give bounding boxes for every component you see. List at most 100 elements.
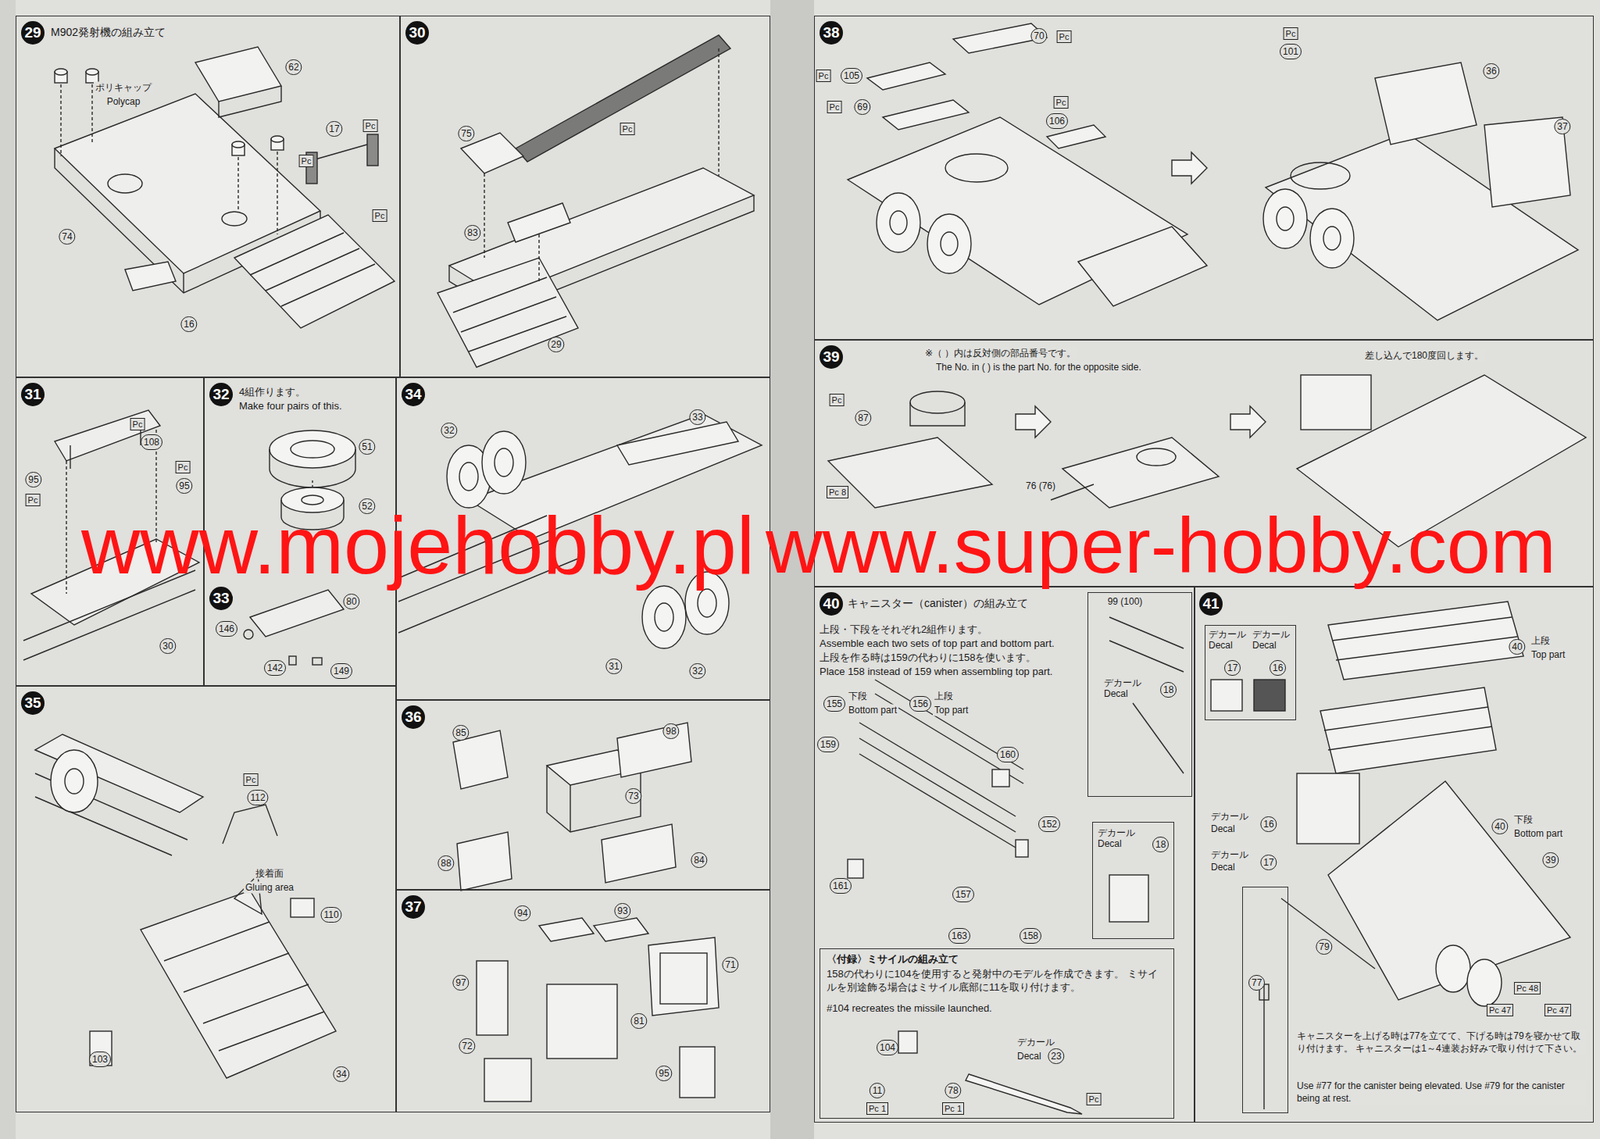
- callout-number: 88: [437, 855, 454, 872]
- callout-number: 157: [952, 886, 975, 903]
- note-text: 上段: [1529, 635, 1552, 647]
- inset-box: デカール Decal 18: [1087, 592, 1193, 797]
- note-text: ※（ ）内は反対側の部品番号です。: [923, 347, 1078, 360]
- callout-number: 95: [25, 471, 42, 488]
- callout-number: 159: [817, 736, 840, 753]
- callout-number: 158: [1019, 928, 1042, 944]
- callout-number: 36: [1482, 63, 1500, 79]
- callout-number: 17: [1260, 854, 1277, 871]
- callout-number: 62: [285, 59, 302, 75]
- callout-number: 16: [180, 316, 197, 333]
- callout-number: 98: [662, 723, 679, 740]
- callout-number: 71: [721, 957, 739, 973]
- part-label: Gluing area: [243, 882, 296, 894]
- callout-number: 40: [1491, 818, 1508, 835]
- step-number: 35: [21, 691, 45, 715]
- callout-number: 101: [1279, 43, 1302, 60]
- callout-number: 160: [996, 746, 1019, 763]
- callout-number: 77: [1248, 975, 1265, 991]
- callout-number: 16: [1260, 816, 1277, 833]
- step-number: 40: [819, 592, 843, 616]
- callout-number: 85: [452, 725, 469, 741]
- parts-tree-tag: Pc: [1053, 96, 1069, 109]
- decal-label: デカール Decal: [1103, 677, 1151, 700]
- callout-number: 16: [1269, 660, 1286, 676]
- note-text: デカール: [1209, 849, 1250, 861]
- parts-tree-tag: Pc: [130, 417, 146, 431]
- callout-number: 17: [1224, 660, 1241, 676]
- instruction-text: #104 recreates the missile launched.: [826, 1002, 1168, 1016]
- step-number: 31: [21, 382, 45, 407]
- step-heading: キャニスター（canister）の組み立て: [847, 596, 1029, 611]
- note-text: Bottom part: [846, 704, 899, 717]
- parts-tree-tag: Pc 1: [866, 1102, 889, 1115]
- instruction-text: Place 158 instead of 159 when assembling…: [819, 665, 1082, 679]
- callout-number: 31: [605, 658, 622, 675]
- callout-number: 74: [58, 228, 75, 245]
- parts-tree-tag: Pc: [620, 122, 636, 136]
- decal-label: デカール Decal: [1097, 827, 1145, 850]
- callout-number: 95: [175, 478, 193, 494]
- instruction-text: 158の代わりに104を使用すると発射中のモデルを作成できます。 ミサイルを別途…: [826, 967, 1168, 995]
- step-number: 34: [401, 382, 425, 407]
- instruction-text: Make four pairs of this.: [239, 400, 343, 414]
- step-panel: 30: [400, 15, 771, 378]
- parts-tree-tag: Pc: [1283, 27, 1299, 40]
- parts-tree-tag: Pc: [1057, 30, 1072, 43]
- callout-number: 70: [1030, 28, 1047, 44]
- parts-tree-tag: Pc 1: [942, 1102, 965, 1115]
- parts-tree-tag: Pc 47: [1544, 1003, 1572, 1017]
- note-text: Top part: [1529, 649, 1567, 661]
- step-number: 39: [819, 345, 843, 369]
- step-number: 33: [209, 586, 233, 611]
- callout-number: 17: [325, 121, 343, 137]
- part-label: Polycap: [105, 96, 143, 108]
- callout-number: 18: [1160, 682, 1177, 698]
- part-label: 接着面: [253, 867, 286, 880]
- callout-number: 83: [464, 225, 481, 241]
- note-text: Decal: [1209, 823, 1237, 836]
- callout-number: 110: [320, 907, 342, 923]
- note-text: デカール: [1209, 810, 1250, 823]
- step-heading: M902発射機の組み立て: [50, 25, 166, 40]
- step-number: 30: [405, 21, 429, 45]
- step-number: 41: [1199, 592, 1223, 616]
- callout-number: 105: [840, 67, 863, 84]
- callout-number: 75: [457, 125, 475, 142]
- decal-label: デカール Decal: [1252, 628, 1293, 652]
- callout-number: 34: [332, 1066, 350, 1083]
- callout-number: 103: [89, 1051, 111, 1068]
- callout-number: 69: [853, 99, 871, 115]
- parts-tree-tag: Pc: [299, 154, 315, 168]
- callout-number: 108: [140, 434, 163, 450]
- part-label: 76 (76): [1024, 480, 1058, 493]
- step-number: 36: [401, 705, 425, 729]
- callout-number: 79: [1315, 939, 1333, 955]
- callout-number: 106: [1046, 113, 1068, 129]
- parts-tree-tag: Pc: [243, 773, 259, 786]
- callout-number: 11: [869, 1082, 886, 1099]
- parts-tree-tag: Pc 8: [826, 485, 849, 499]
- note-text: Decal: [1209, 861, 1237, 874]
- step-number: 38: [819, 21, 843, 45]
- parts-tree-tag: Pc 48: [1514, 982, 1541, 995]
- step-panel: 38: [814, 15, 1594, 340]
- step-panel: 29M902発射機の組み立て: [15, 15, 400, 378]
- callout-number: 51: [358, 439, 375, 455]
- callout-number: 72: [458, 1038, 475, 1054]
- callout-number: 161: [829, 878, 852, 894]
- instruction-text: 上段を作る時は159の代わりに158を使います。: [819, 651, 1082, 665]
- callout-number: 32: [440, 422, 458, 439]
- parts-tree-tag: Pc: [1086, 1092, 1102, 1106]
- callout-number: 142: [264, 660, 286, 676]
- note-text: 上段: [932, 690, 955, 703]
- instruction-text: 4組作ります。: [239, 385, 306, 400]
- note-text: 差し込んで180度回します。: [1363, 350, 1486, 362]
- callout-number: 78: [944, 1082, 961, 1099]
- instruction-text: 上段・下段をそれぞれ2組作ります。: [819, 623, 1082, 637]
- inset-box: デカール Decal17デカール Decal16: [1204, 625, 1297, 721]
- callout-number: 18: [1152, 836, 1169, 853]
- parts-tree-tag: Pc: [175, 460, 191, 474]
- callout-number: 156: [909, 696, 932, 712]
- parts-tree-tag: Pc: [363, 119, 379, 133]
